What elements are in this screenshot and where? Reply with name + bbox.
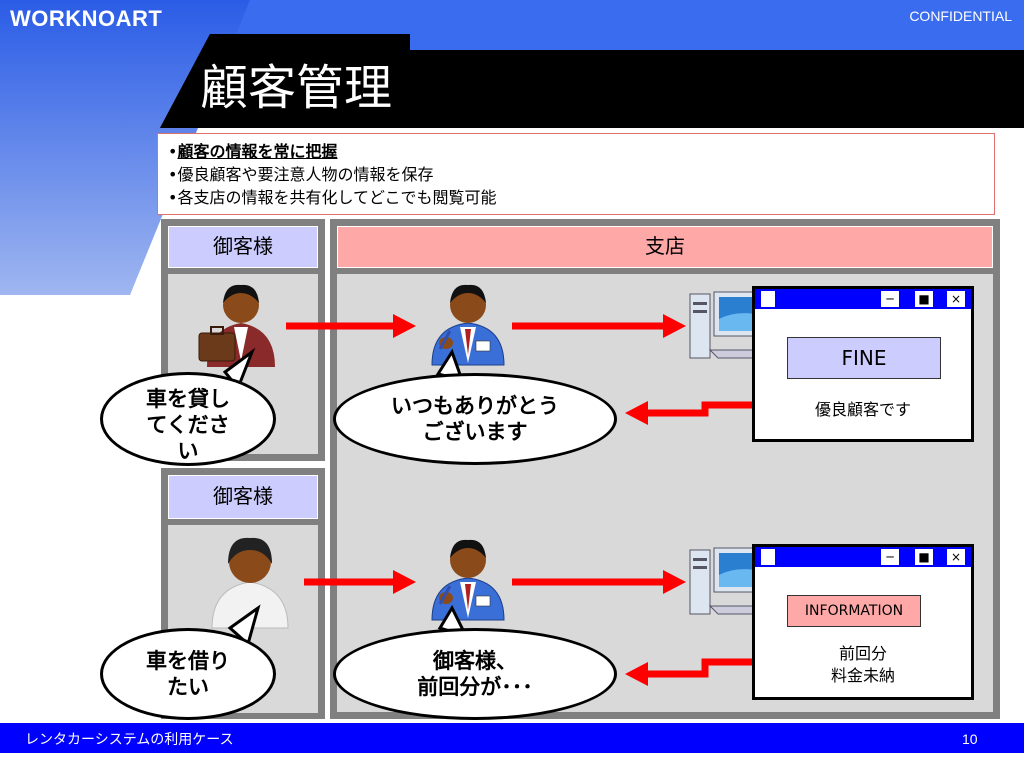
system-window-2: ─ ■ × INFORMATION 前回分 料金未納 — [752, 544, 974, 700]
speech-line: いつもありがとう — [391, 394, 559, 418]
staff-speech-bubble: 御客様、 前回分が･･･ — [333, 628, 617, 720]
close-button[interactable]: × — [947, 549, 965, 565]
speech-line: い — [177, 439, 199, 463]
bullet-item: •優良顧客や要注意人物の情報を保存 — [168, 165, 434, 184]
customer-speech-bubble: 車を借り たい — [100, 628, 276, 720]
result-line: 前回分 — [838, 644, 887, 663]
result-line: 料金未納 — [830, 666, 895, 685]
speech-line: 車を貸し — [146, 387, 230, 411]
customer-icon — [211, 537, 289, 629]
page-number: 10 — [962, 731, 978, 747]
businessman-icon — [198, 284, 275, 367]
arrow-customer-to-staff — [286, 314, 416, 338]
minimize-button[interactable]: ─ — [881, 291, 899, 307]
arrow-customer-to-staff — [304, 570, 416, 594]
customer-speech-bubble: 車を貸し てくださ い — [100, 372, 276, 466]
summary-box: •顧客の情報を常に把握 •優良顧客や要注意人物の情報を保存 •各支店の情報を共有… — [157, 133, 995, 215]
maximize-button[interactable]: ■ — [915, 291, 933, 307]
footer-title: レンタカーシステムの利用ケース — [25, 732, 234, 748]
status-badge: FINE — [787, 337, 941, 379]
arrow-staff-to-system — [512, 570, 686, 594]
maximize-button[interactable]: ■ — [915, 549, 933, 565]
status-badge: INFORMATION — [787, 595, 921, 627]
confidential-label: CONFIDENTIAL — [909, 8, 1012, 24]
bullet-item-text: 顧客の情報を常に把握 — [177, 142, 338, 161]
window-system-icon[interactable] — [761, 549, 775, 565]
result-line: 優良顧客です — [814, 400, 911, 419]
arrow-system-to-staff — [625, 658, 786, 686]
speech-line: 前回分が･･･ — [417, 675, 533, 699]
result-text: 優良顧客です — [755, 399, 971, 421]
system-window-1: ─ ■ × FINE 優良顧客です — [752, 286, 974, 442]
brand-logo: WORKNOART — [10, 6, 163, 31]
speech-line: たい — [167, 675, 209, 699]
speech-line: てくださ — [146, 413, 230, 437]
footer-bar — [0, 723, 1024, 753]
staff-speech-bubble: いつもありがとう ございます — [333, 373, 617, 465]
customer-header: 御客様 — [168, 475, 318, 519]
speech-line: 車を借り — [146, 649, 230, 673]
arrow-staff-to-system — [512, 314, 686, 338]
bullet-item: •各支店の情報を共有化してどこでも閲覧可能 — [168, 188, 497, 207]
page-title: 顧客管理 — [200, 60, 393, 116]
window-title-bar: ─ ■ × — [755, 289, 971, 309]
result-text: 前回分 料金未納 — [755, 643, 971, 687]
customer-header: 御客様 — [168, 226, 318, 268]
window-title-bar: ─ ■ × — [755, 547, 971, 567]
branch-header: 支店 — [337, 226, 993, 268]
speech-line: 御客様、 — [433, 649, 517, 673]
bullet-item: •顧客の情報を常に把握 — [168, 142, 338, 161]
minimize-button[interactable]: ─ — [881, 549, 899, 565]
arrow-system-to-staff — [625, 401, 786, 425]
window-system-icon[interactable] — [761, 291, 775, 307]
close-button[interactable]: × — [947, 291, 965, 307]
speech-line: ございます — [422, 420, 528, 444]
